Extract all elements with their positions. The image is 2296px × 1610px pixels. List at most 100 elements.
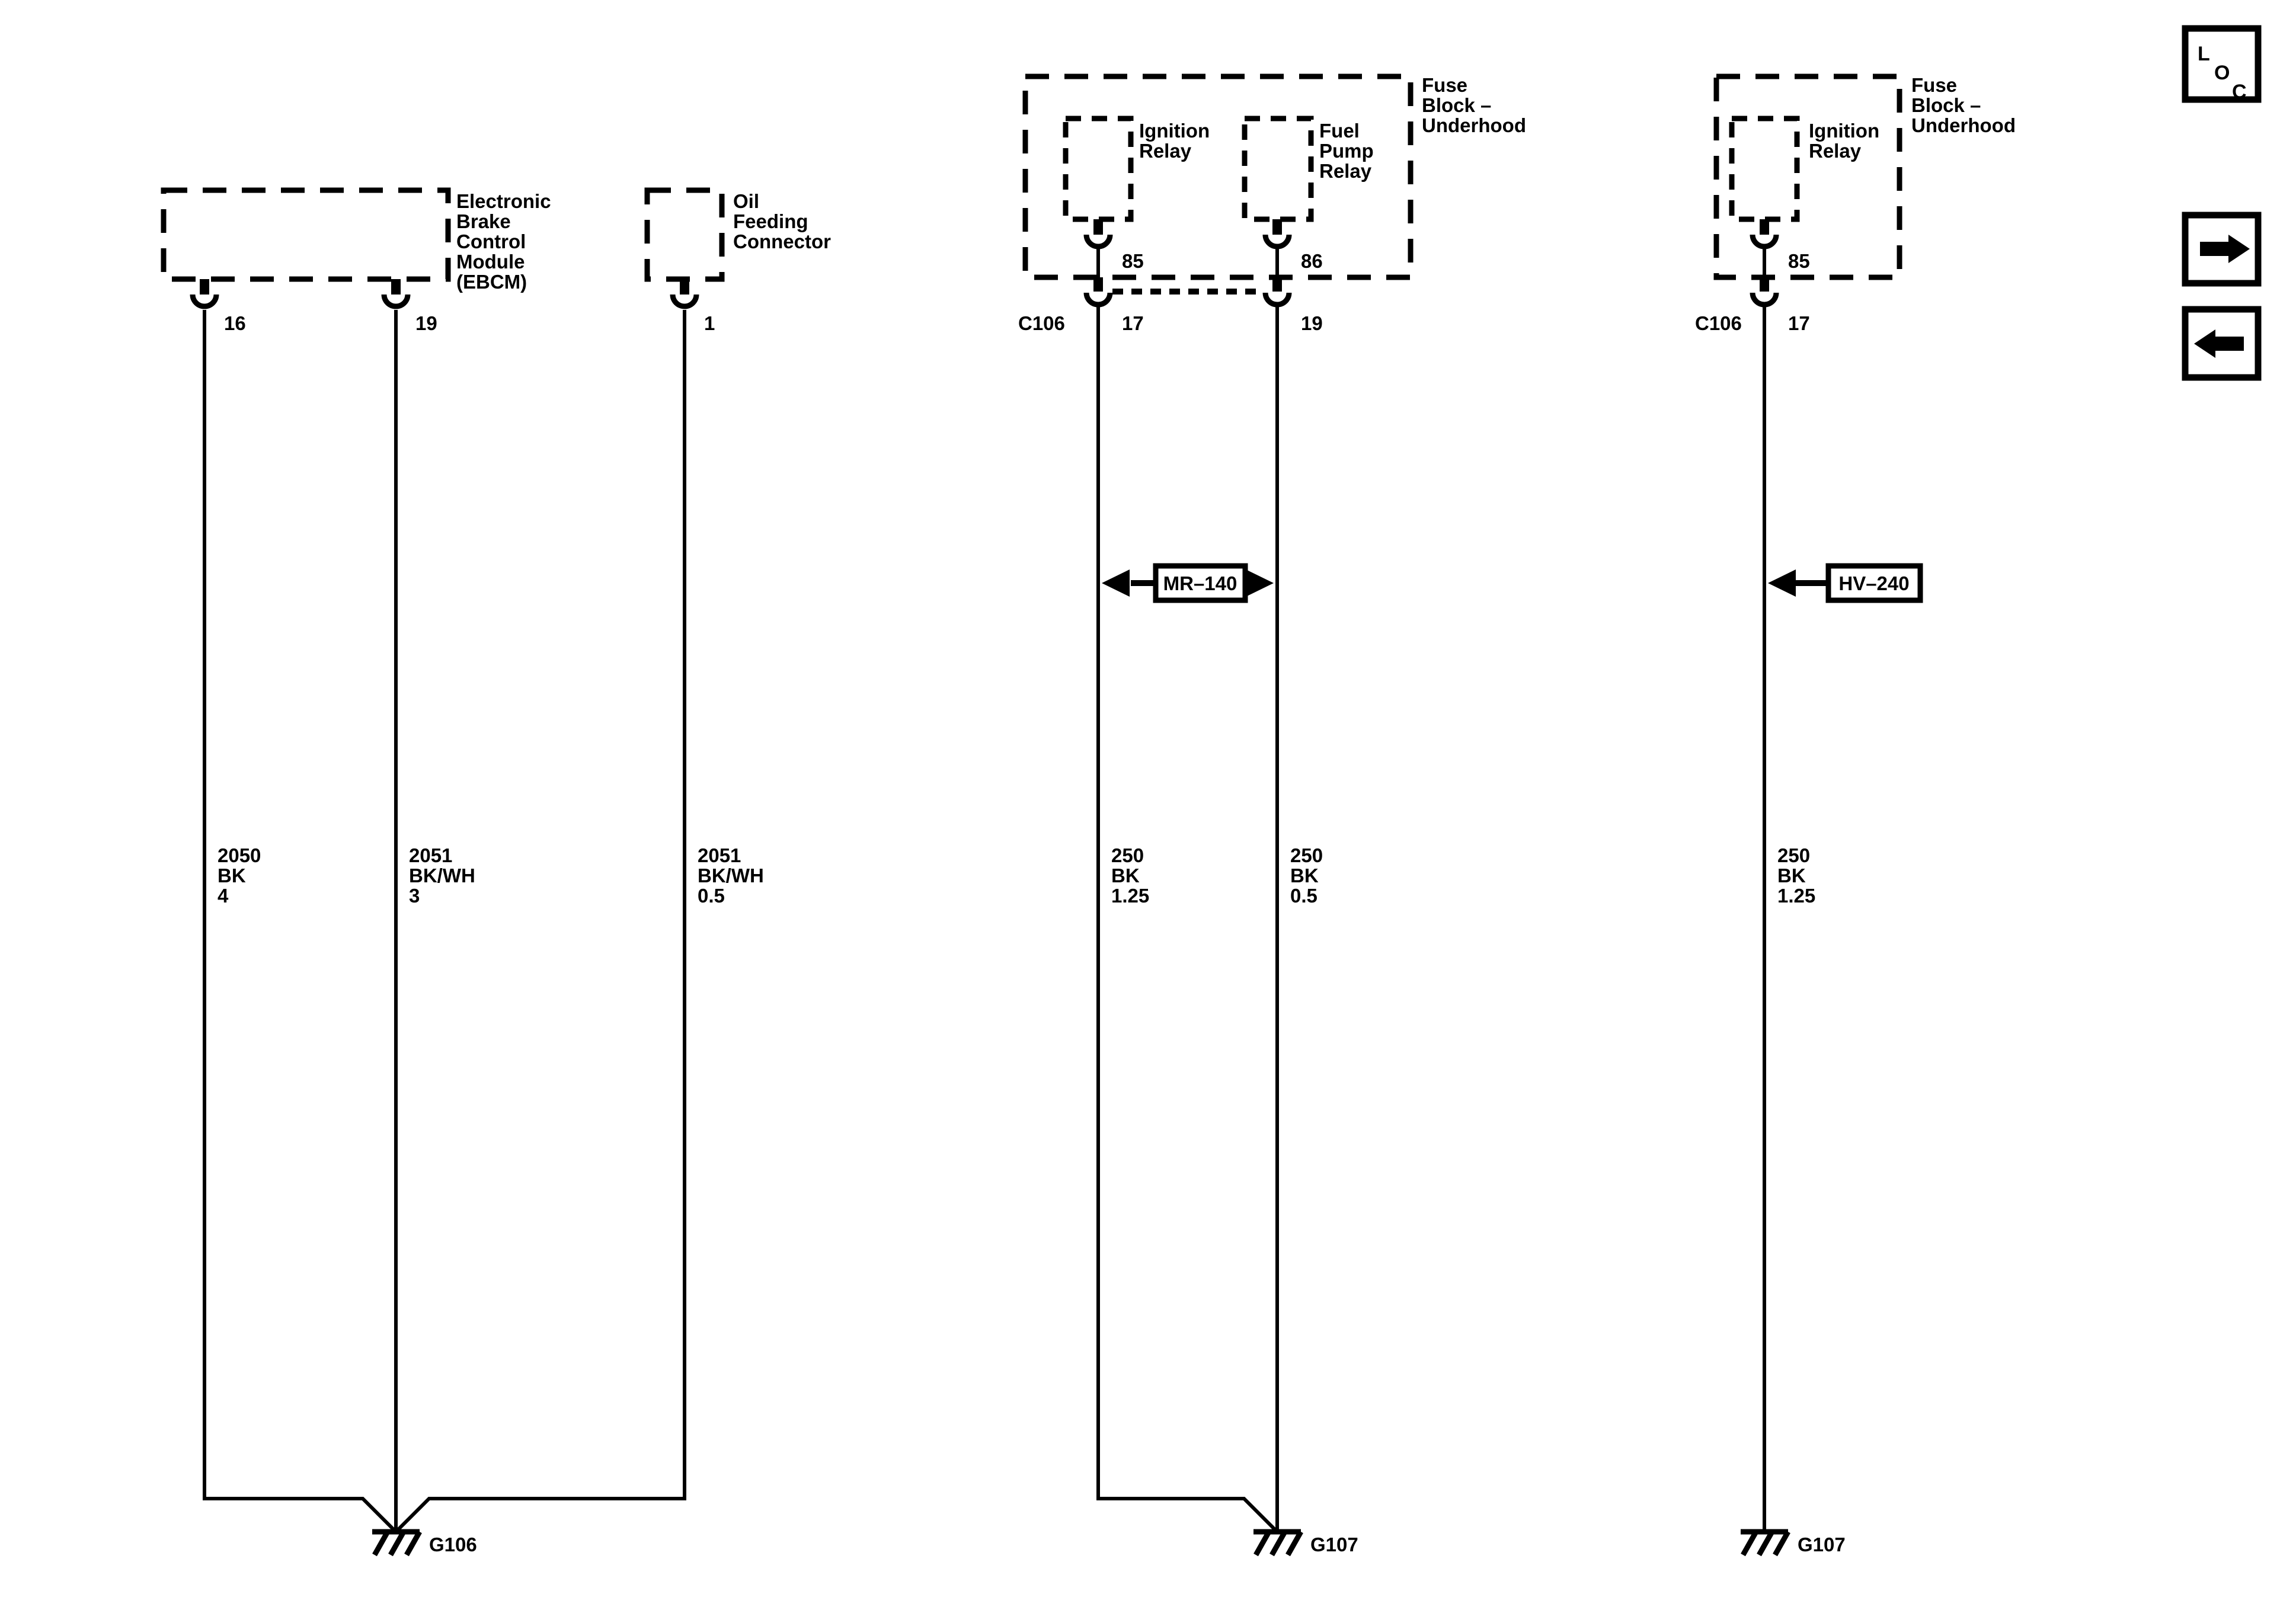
wire-circuit: 250 bbox=[1777, 844, 1810, 866]
ref-tag-box[interactable] bbox=[1153, 563, 1248, 603]
oil-label-line: Feeding bbox=[733, 210, 808, 232]
fuse-block-label-line: Block – bbox=[1422, 94, 1491, 116]
loc-box[interactable] bbox=[2182, 25, 2262, 103]
wire-labels: 2050 BK 4 2051 BK/WH 3 2051 BK/WH 0.5 25… bbox=[218, 844, 1815, 907]
ebcm-component: Electronic Brake Control Module (EBCM) 1… bbox=[161, 187, 551, 334]
pin-stub bbox=[680, 279, 689, 295]
fuse-block-label-line: Underhood bbox=[1422, 114, 1526, 136]
reference-mr140[interactable]: MR–140 bbox=[1102, 563, 1274, 603]
ref-tag-label: MR–140 bbox=[1163, 572, 1237, 594]
ebcm-label-line: Control bbox=[456, 231, 526, 252]
wire-color: BK bbox=[1777, 865, 1806, 886]
ground-label: G106 bbox=[429, 1534, 477, 1555]
fuel-pump-relay-label-line: Relay bbox=[1319, 160, 1372, 182]
ebcm-box bbox=[161, 187, 451, 282]
wire-circuit: 250 bbox=[1290, 844, 1323, 866]
connector-stub bbox=[1760, 277, 1769, 292]
relay-pin-number: 86 bbox=[1301, 250, 1323, 272]
wire-circuit: 2050 bbox=[218, 844, 261, 866]
reference-hv240[interactable]: HV–240 bbox=[1768, 563, 1923, 603]
pin-stub bbox=[1272, 219, 1282, 235]
left-arrow-icon bbox=[1102, 569, 1130, 597]
ebcm-label-line: Electronic bbox=[456, 190, 551, 212]
terminal-cup bbox=[1750, 292, 1779, 308]
wire-label: 250 BK 1.25 bbox=[1111, 844, 1149, 907]
wire-gauge: 0.5 bbox=[698, 885, 725, 907]
wire-2050-bk bbox=[203, 310, 398, 1534]
oil-pin-number: 1 bbox=[704, 312, 715, 334]
wire-2051-bkwh-05 bbox=[394, 310, 686, 1534]
fuse-block-box bbox=[1022, 73, 1414, 280]
ground-label: G107 bbox=[1798, 1534, 1846, 1555]
terminal-cup bbox=[1083, 234, 1113, 249]
terminal-cup bbox=[1262, 234, 1292, 249]
ignition-relay-label-line: Ignition bbox=[1139, 120, 1210, 142]
fuel-pump-relay-label-line: Fuel bbox=[1319, 120, 1360, 142]
wire-color: BK/WH bbox=[698, 865, 764, 886]
nav-forward-button[interactable] bbox=[2182, 212, 2262, 287]
terminal-cup bbox=[670, 294, 699, 309]
right-arrow-icon bbox=[2200, 235, 2250, 263]
terminal-cup bbox=[1083, 292, 1113, 308]
ignition-relay-label-line: Relay bbox=[1139, 140, 1192, 162]
wire-gauge: 1.25 bbox=[1777, 885, 1815, 907]
fuse-block-underhood-right: Fuse Block – Underhood Ignition Relay 85… bbox=[1695, 73, 2016, 334]
wire-color: BK bbox=[1290, 865, 1319, 886]
ref-tag-label: HV–240 bbox=[1838, 572, 1909, 594]
right-arrow-icon bbox=[1246, 569, 1274, 597]
oil-feeding-connector: Oil Feeding Connector 1 bbox=[644, 187, 831, 334]
fuse-block-label-line: Block – bbox=[1911, 94, 1981, 116]
ground-hatch bbox=[1741, 1530, 1790, 1557]
connector-pin-number: 17 bbox=[1788, 312, 1810, 334]
ground-g106: G106 bbox=[372, 1529, 477, 1557]
loc-button[interactable]: L O C bbox=[2182, 25, 2262, 103]
ground-label: G107 bbox=[1310, 1534, 1358, 1555]
connector-stub bbox=[1093, 277, 1103, 292]
terminal-cup bbox=[190, 294, 219, 309]
wire-color: BK bbox=[1111, 865, 1140, 886]
wire-color: BK bbox=[218, 865, 246, 886]
wire-circuit: 2051 bbox=[409, 844, 452, 866]
pin-stub bbox=[391, 279, 401, 295]
fuse-block-label-line: Fuse bbox=[1422, 74, 1467, 96]
nav-back-button[interactable] bbox=[2182, 306, 2262, 381]
relay-pin-number: 85 bbox=[1122, 250, 1144, 272]
connector-stub bbox=[1272, 277, 1282, 292]
terminal-cup bbox=[1262, 292, 1292, 308]
connector-pin-number: 17 bbox=[1122, 312, 1144, 334]
ground-hatch bbox=[372, 1530, 422, 1557]
oil-label-line: Oil bbox=[733, 190, 759, 212]
left-arrow-icon bbox=[2194, 329, 2244, 358]
wire-circuit: 2051 bbox=[698, 844, 741, 866]
fuse-block-label-line: Underhood bbox=[1911, 114, 2016, 136]
loc-letter: O bbox=[2214, 62, 2230, 84]
pin-stub bbox=[1760, 219, 1769, 235]
wire-label: 2050 BK 4 bbox=[218, 844, 261, 907]
ignition-relay-box bbox=[1063, 116, 1134, 222]
connector-name: C106 bbox=[1018, 312, 1065, 334]
pin-stub bbox=[1093, 219, 1103, 235]
ebcm-pin-number: 16 bbox=[224, 312, 246, 334]
fuse-block-underhood-center: Fuse Block – Underhood Ignition Relay 85… bbox=[1018, 73, 1526, 334]
wire-label: 250 BK 1.25 bbox=[1777, 844, 1815, 907]
fuel-pump-relay-label-line: Pump bbox=[1319, 140, 1374, 162]
ebcm-label-line: (EBCM) bbox=[456, 271, 527, 293]
ground-hatch bbox=[1253, 1530, 1303, 1557]
ebcm-pin-number: 19 bbox=[415, 312, 437, 334]
ebcm-label-line: Module bbox=[456, 251, 525, 273]
connector-pin-number: 19 bbox=[1301, 312, 1323, 334]
wire-label: 2051 BK/WH 3 bbox=[409, 844, 475, 907]
ebcm-label-line: Brake bbox=[456, 210, 511, 232]
fuel-pump-relay-box bbox=[1242, 116, 1314, 222]
wire-gauge: 4 bbox=[218, 885, 229, 907]
terminal-cup bbox=[1750, 234, 1779, 249]
wire-250-bk-125 bbox=[1096, 307, 1279, 1534]
oil-label-line: Connector bbox=[733, 231, 831, 252]
terminal-cup bbox=[381, 294, 411, 309]
ignition-relay-label-line: Relay bbox=[1809, 140, 1862, 162]
wire-label: 250 BK 0.5 bbox=[1290, 844, 1323, 907]
wire-color: BK/WH bbox=[409, 865, 475, 886]
wire-gauge: 0.5 bbox=[1290, 885, 1318, 907]
ref-tag-box[interactable] bbox=[1825, 563, 1923, 603]
